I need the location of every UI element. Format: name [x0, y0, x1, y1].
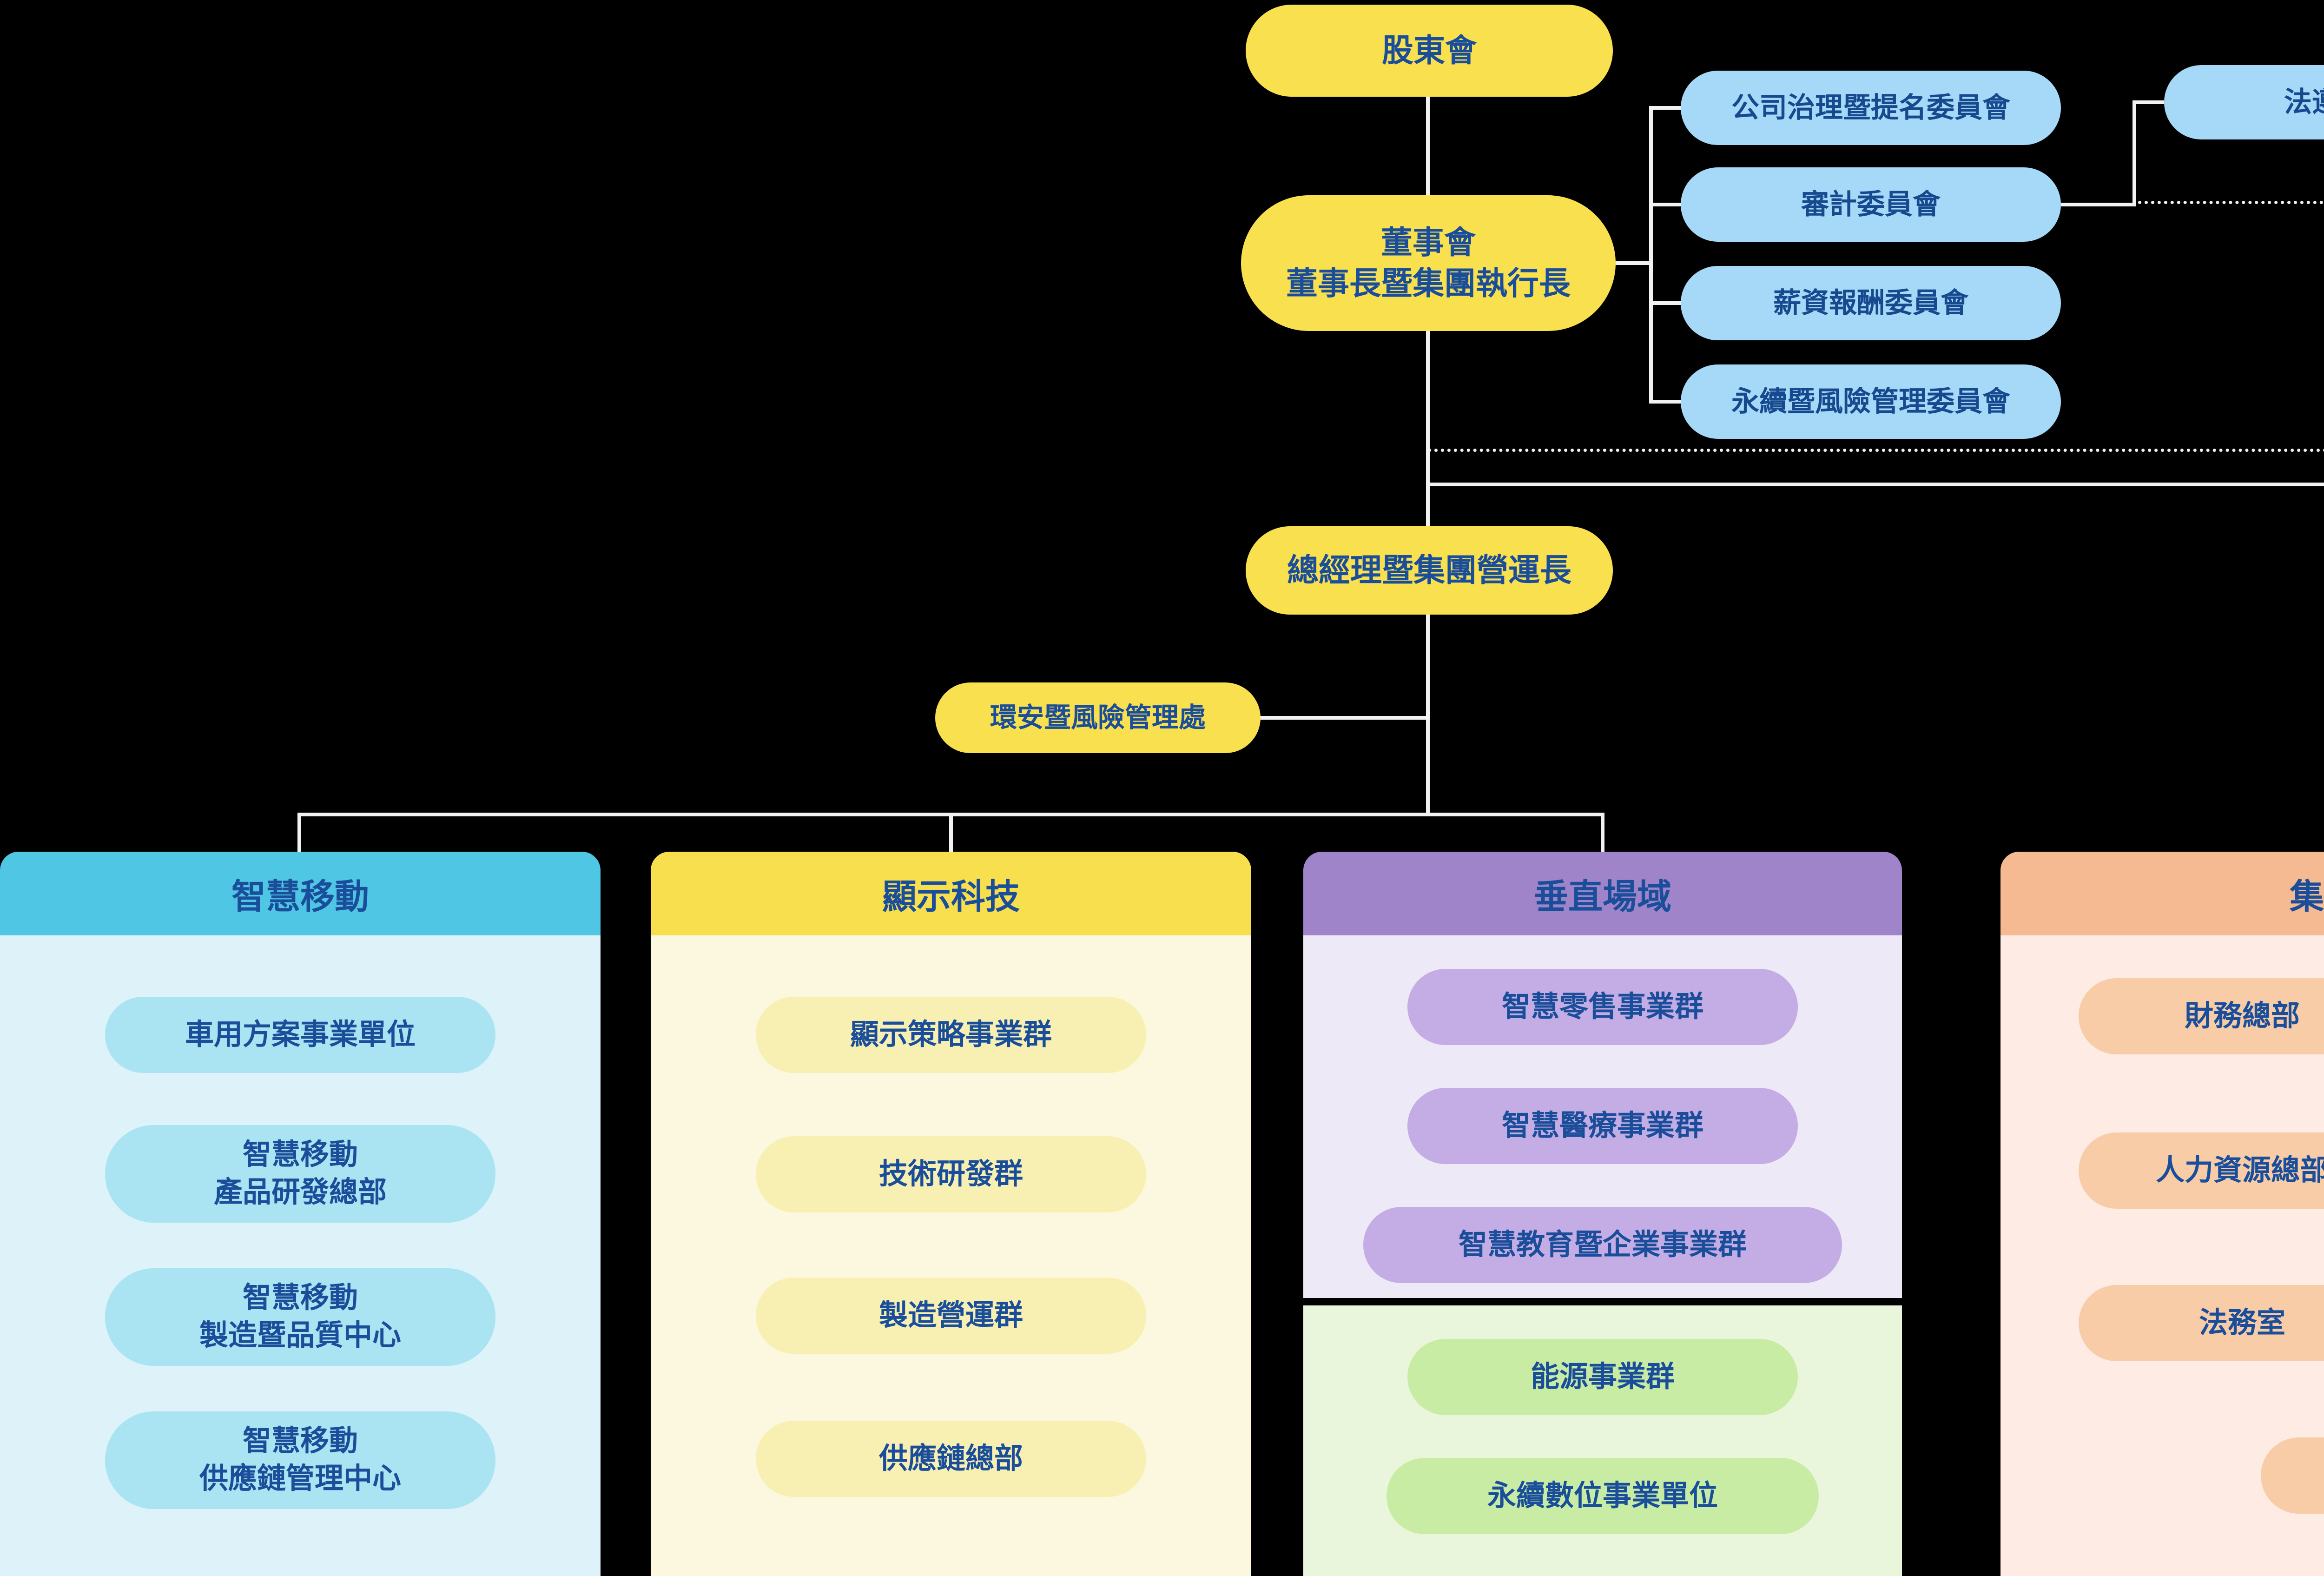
unit-smart-medical: 智慧醫療事業群 — [1407, 1088, 1798, 1164]
unit-smart-education-enterprise: 智慧教育暨企業事業群 — [1363, 1207, 1842, 1283]
unit-finance-hq: 財務總部 — [2079, 978, 2324, 1054]
line-committee-bracket — [1649, 106, 1653, 404]
panel-display-tech: 顯示科技 顯示策略事業群 技術研發群 製造營運群 供應鏈總部 — [651, 852, 1251, 1576]
shareholders-box: 股東會 — [1246, 5, 1613, 97]
committee-compensation: 薪資報酬委員會 — [1681, 266, 2061, 340]
unit-smart-retail: 智慧零售事業群 — [1407, 969, 1798, 1045]
ehs-risk-office-box: 環安暨風險管理處 — [935, 682, 1261, 753]
panel-smart-mobility: 智慧移動 車用方案事業單位 智慧移動 產品研發總部 智慧移動 製造暨品質中心 智… — [0, 852, 601, 1576]
unit-supply-chain-hq: 供應鏈總部 — [756, 1421, 1146, 1497]
unit-technology-rd: 技術研發群 — [756, 1136, 1146, 1212]
group-header-display-tech: 顯示科技 — [651, 852, 1251, 935]
unit-sustainable-digital: 永續數位事業單位 — [1386, 1458, 1819, 1534]
unit-display-strategy: 顯示策略事業群 — [756, 997, 1146, 1073]
unit-sm-supply-chain: 智慧移動 供應鏈管理中心 — [105, 1411, 495, 1509]
coo-box: 總經理暨集團營運長 — [1246, 526, 1613, 615]
line-stub-smart-mobility — [297, 813, 301, 852]
dotted-compliance-return — [1428, 449, 2324, 452]
line-stub-committee-4 — [1651, 400, 1681, 404]
line-to-support-units — [1426, 483, 2324, 486]
compliance-advisor-box: 法遵總顧問 — [2164, 65, 2324, 139]
group-header-vertical-domain: 垂直場域 — [1303, 852, 1902, 935]
unit-sm-manufacturing-quality: 智慧移動 製造暨品質中心 — [105, 1268, 495, 1366]
line-stub-committee-1 — [1651, 106, 1681, 110]
line-board-to-bracket — [1616, 261, 1653, 265]
unit-legal-office: 法務室 — [2079, 1285, 2324, 1361]
unit-automotive-solutions: 車用方案事業單位 — [105, 997, 495, 1073]
line-stub-committee-3 — [1651, 301, 1681, 305]
line-stub-vertical-domain — [1601, 813, 1604, 852]
unit-sm-product-rd: 智慧移動 產品研發總部 — [105, 1125, 495, 1223]
line-stub-display-tech — [949, 813, 953, 852]
line-stub-committee-2 — [1651, 203, 1681, 206]
line-audit-right — [2061, 203, 2136, 206]
line-shareholders-board — [1426, 97, 1430, 195]
committee-audit: 審計委員會 — [1681, 167, 2061, 242]
unit-manufacturing-ops: 製造營運群 — [756, 1278, 1146, 1354]
group-header-smart-mobility: 智慧移動 — [0, 852, 601, 935]
unit-hr-hq: 人力資源總部 — [2079, 1132, 2324, 1209]
line-coo-branch — [1426, 615, 1430, 814]
committee-governance-nomination: 公司治理暨提名委員會 — [1681, 71, 2061, 145]
panel-support-units: 集團營運支援單位 財務總部 數位技術發展總部 人力資源總部 永續發展總部 法務室… — [2000, 852, 2324, 1576]
line-to-compliance — [2134, 100, 2164, 104]
line-board-coo — [1426, 331, 1430, 526]
group-header-support-units: 集團營運支援單位 — [2000, 852, 2324, 935]
panel-vertical-domain: 垂直場域 智慧零售事業群 智慧醫療事業群 智慧教育暨企業事業群 能源事業群 永續… — [1303, 852, 1902, 1576]
board-box: 董事會 董事長暨集團執行長 — [1241, 195, 1616, 331]
unit-energy: 能源事業群 — [1407, 1339, 1798, 1415]
dotted-audit-right-edge — [2138, 201, 2324, 204]
committee-sustainability-risk: 永續暨風險管理委員會 — [1681, 364, 2061, 439]
unit-audit-office: 稽核管理處 — [2261, 1437, 2324, 1514]
line-audit-to-compliance — [2133, 100, 2136, 206]
line-ehs-connector — [1259, 716, 1430, 720]
